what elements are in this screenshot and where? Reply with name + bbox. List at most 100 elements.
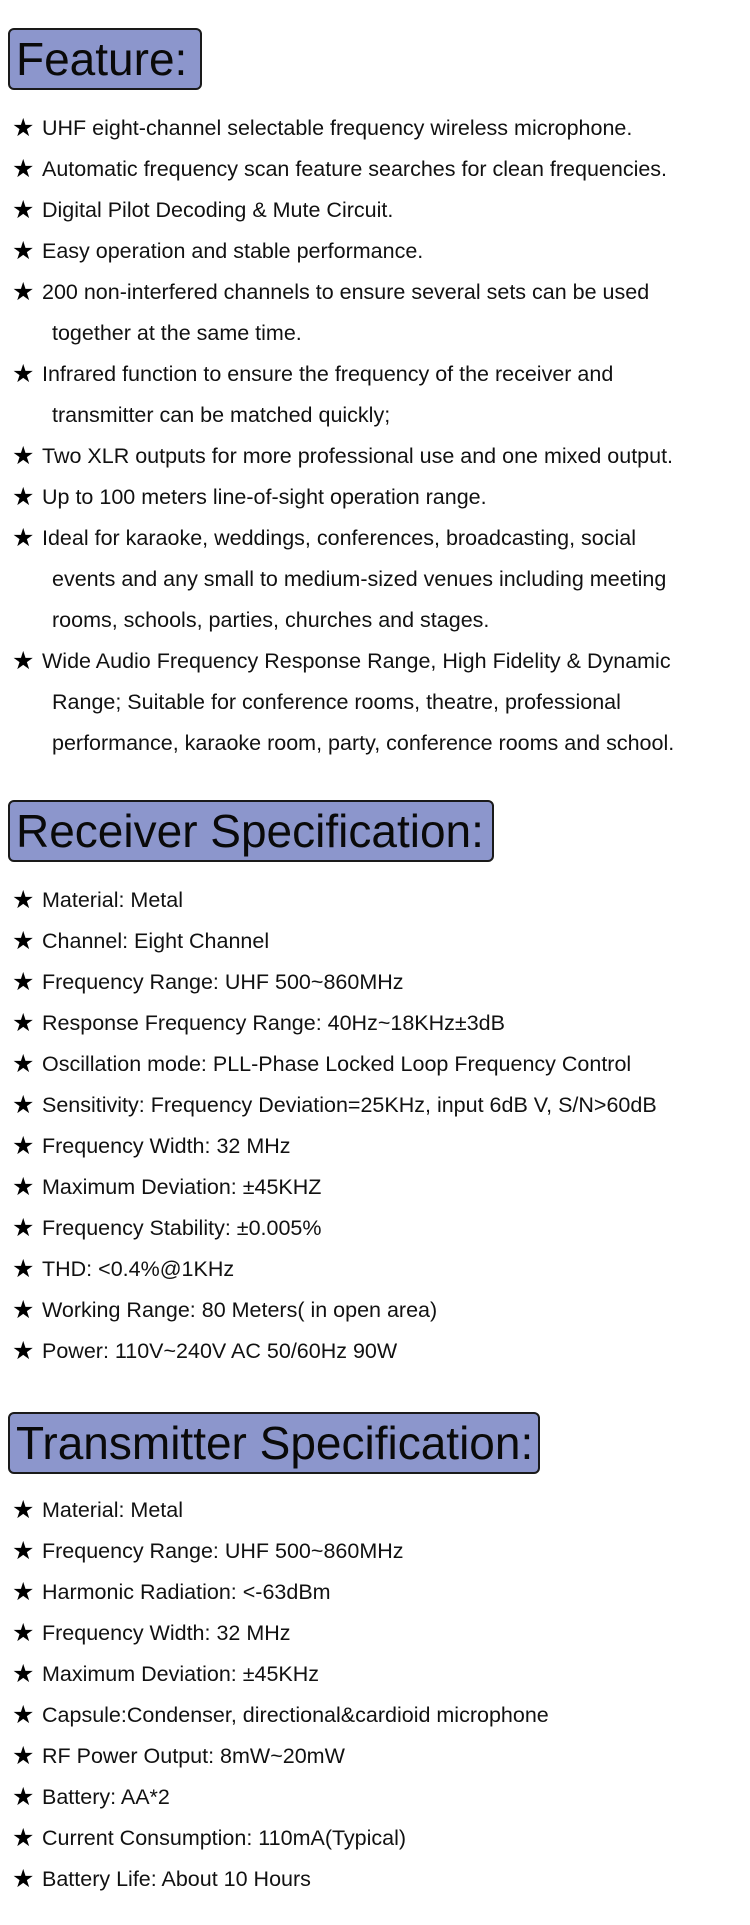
transmitter-spec-item-text: Battery: AA*2 [42, 1785, 170, 1809]
feature-item-text: 200 non-interfered channels to ensure se… [42, 272, 746, 354]
star-bullet-icon: ★ [12, 442, 35, 470]
receiver-spec-item-text: Maximum Deviation: ±45KHZ [42, 1175, 322, 1199]
star-bullet-icon: ★ [12, 1701, 35, 1729]
receiver-spec-item: ★THD: <0.4%@1KHz [12, 1249, 746, 1290]
feature-item-line: Two XLR outputs for more professional us… [42, 444, 674, 468]
receiver-spec-item-text: Material: Metal [42, 888, 183, 912]
star-bullet-icon: ★ [12, 114, 35, 142]
transmitter-spec-item: ★ RF Power Output: 8mW~20mW [12, 1736, 746, 1777]
star-bullet-icon: ★ [12, 1337, 35, 1365]
transmitter-spec-item: ★Battery Life: About 10 Hours [12, 1859, 746, 1900]
star-bullet-icon: ★ [12, 483, 35, 511]
feature-item-continuation-line: together at the same time. [52, 321, 302, 345]
feature-item-text: Ideal for karaoke, weddings, conferences… [42, 518, 746, 641]
transmitter-spec-item: ★ Battery: AA*2 [12, 1777, 746, 1818]
feature-item-text: Up to 100 meters line-of-sight operation… [42, 477, 746, 518]
star-bullet-icon: ★ [12, 1009, 35, 1037]
feature-item: ★ Automatic frequency scan feature search… [12, 149, 746, 190]
receiver-spec-item: ★ Response Frequency Range: 40Hz~18KHz±3d… [12, 1003, 746, 1044]
transmitter-spec-item: ★ Frequency Width: 32 MHz [12, 1613, 746, 1654]
feature-item-text: UHF eight-channel selectable frequency w… [42, 108, 746, 149]
transmitter-spec-heading: Transmitter Specification: [8, 1412, 540, 1474]
feature-item-line: Wide Audio Frequency Response Range, Hig… [42, 649, 671, 673]
receiver-spec-item: ★ Frequency Stability: ±0.005% [12, 1208, 746, 1249]
receiver-spec-item: ★ Oscillation mode: PLL-Phase Locked Loop… [12, 1044, 746, 1085]
transmitter-spec-item-text: Battery Life: About 10 Hours [42, 1867, 311, 1891]
star-bullet-icon: ★ [12, 1173, 35, 1201]
feature-item-continuation-line: transmitter can be matched quickly; [52, 403, 391, 427]
star-bullet-icon: ★ [12, 1296, 35, 1324]
star-bullet-icon: ★ [12, 1742, 35, 1770]
star-bullet-icon: ★ [12, 1660, 35, 1688]
feature-item: ★ Infrared function to ensure the frequen… [12, 354, 746, 436]
receiver-spec-item: ★Sensitivity: Frequency Deviation=25KHz,… [12, 1085, 746, 1126]
feature-item: ★Ideal for karaoke, weddings, conference… [12, 518, 746, 641]
feature-item-text: Two XLR outputs for more professional us… [42, 436, 746, 477]
feature-item: ★Digital Pilot Decoding & Mute Circuit. [12, 190, 746, 231]
feature-item-text: Easy operation and stable performance. [42, 231, 746, 272]
star-bullet-icon: ★ [12, 1578, 35, 1606]
star-bullet-icon: ★ [12, 155, 35, 183]
feature-item-line: Easy operation and stable performance. [42, 239, 424, 263]
feature-item-text: Infrared function to ensure the frequenc… [42, 354, 746, 436]
feature-item: ★ 200 non-interfered channels to ensure s… [12, 272, 746, 354]
feature-item: ★ Two XLR outputs for more professional u… [12, 436, 746, 477]
transmitter-spec-item-text: Frequency Width: 32 MHz [42, 1621, 291, 1645]
feature-heading: Feature: [8, 28, 202, 90]
receiver-spec-item-text: Oscillation mode: PLL-Phase Locked Loop … [42, 1052, 632, 1076]
feature-item-line: Digital Pilot Decoding & Mute Circuit. [42, 198, 394, 222]
star-bullet-icon: ★ [12, 647, 35, 675]
star-bullet-icon: ★ [12, 1132, 35, 1160]
star-bullet-icon: ★ [12, 1050, 35, 1078]
transmitter-spec-item-text: RF Power Output: 8mW~20mW [42, 1744, 345, 1768]
receiver-spec-item-text: Sensitivity: Frequency Deviation=25KHz, … [42, 1093, 657, 1117]
feature-item: ★ Easy operation and stable performance. [12, 231, 746, 272]
receiver-spec-item-text: Power: 110V~240V AC 50/60Hz 90W [42, 1339, 398, 1363]
transmitter-spec-list: ★Material: Metal ★ Frequency Range: UHF 50… [12, 1490, 746, 1900]
star-bullet-icon: ★ [12, 1619, 35, 1647]
receiver-spec-list: ★Material: Metal★Channel: Eight Channel★… [12, 880, 746, 1372]
receiver-spec-item-text: Frequency Stability: ±0.005% [42, 1216, 322, 1240]
receiver-spec-item: ★Frequency Width: 32 MHz [12, 1126, 746, 1167]
transmitter-spec-item: ★Material: Metal [12, 1490, 746, 1531]
transmitter-spec-item: ★ Frequency Range: UHF 500~860MHz [12, 1531, 746, 1572]
feature-item-line: 200 non-interfered channels to ensure se… [42, 280, 650, 304]
receiver-spec-heading: Receiver Specification: [8, 800, 494, 862]
star-bullet-icon: ★ [12, 524, 35, 552]
feature-item: ★ Wide Audio Frequency Response Range, Hi… [12, 641, 746, 764]
receiver-spec-item: ★Channel: Eight Channel [12, 921, 746, 962]
receiver-spec-item-text: Channel: Eight Channel [42, 929, 270, 953]
transmitter-spec-item: ★Current Consumption: 110mA(Typical) [12, 1818, 746, 1859]
transmitter-spec-item: ★ Harmonic Radiation: <-63dBm [12, 1572, 746, 1613]
feature-item-text: Digital Pilot Decoding & Mute Circuit. [42, 190, 746, 231]
receiver-spec-item: ★Working Range: 80 Meters( in open area) [12, 1290, 746, 1331]
transmitter-spec-item-text: Maximum Deviation: ±45KHz [42, 1662, 320, 1686]
feature-list: ★UHF eight-channel selectable frequency … [12, 108, 746, 764]
feature-item-continuation-line: Range; Suitable for conference rooms, th… [52, 690, 621, 714]
feature-item-line: Infrared function to ensure the frequenc… [42, 362, 614, 386]
receiver-spec-item: ★ Material: Metal [12, 880, 746, 921]
star-bullet-icon: ★ [12, 1214, 35, 1242]
feature-item: ★Up to 100 meters line-of-sight operatio… [12, 477, 746, 518]
star-bullet-icon: ★ [12, 278, 35, 306]
star-bullet-icon: ★ [12, 360, 35, 388]
star-bullet-icon: ★ [12, 1783, 35, 1811]
feature-item-continuation-line: performance, karaoke room, party, confer… [52, 731, 675, 755]
feature-item-continuation-line: rooms, schools, parties, churches and st… [52, 608, 490, 632]
star-bullet-icon: ★ [12, 886, 35, 914]
receiver-spec-item: ★Frequency Range: UHF 500~860MHz [12, 962, 746, 1003]
feature-item-text: Automatic frequency scan feature searche… [42, 149, 746, 190]
receiver-spec-item-text: Frequency Range: UHF 500~860MHz [42, 970, 404, 994]
star-bullet-icon: ★ [12, 237, 35, 265]
star-bullet-icon: ★ [12, 1255, 35, 1283]
feature-item: ★UHF eight-channel selectable frequency … [12, 108, 746, 149]
receiver-spec-item: ★ Maximum Deviation: ±45KHZ [12, 1167, 746, 1208]
receiver-spec-item-text: Response Frequency Range: 40Hz~18KHz±3dB [42, 1011, 505, 1035]
star-bullet-icon: ★ [12, 1537, 35, 1565]
star-bullet-icon: ★ [12, 1824, 35, 1852]
transmitter-spec-item-text: Frequency Range: UHF 500~860MHz [42, 1539, 404, 1563]
transmitter-spec-item-text: Harmonic Radiation: <-63dBm [42, 1580, 331, 1604]
receiver-spec-item: ★ Power: 110V~240V AC 50/60Hz 90W [12, 1331, 746, 1372]
feature-item-line: Automatic frequency scan feature searche… [42, 157, 668, 181]
transmitter-spec-item: ★Capsule:Condenser, directional&cardioid… [12, 1695, 746, 1736]
